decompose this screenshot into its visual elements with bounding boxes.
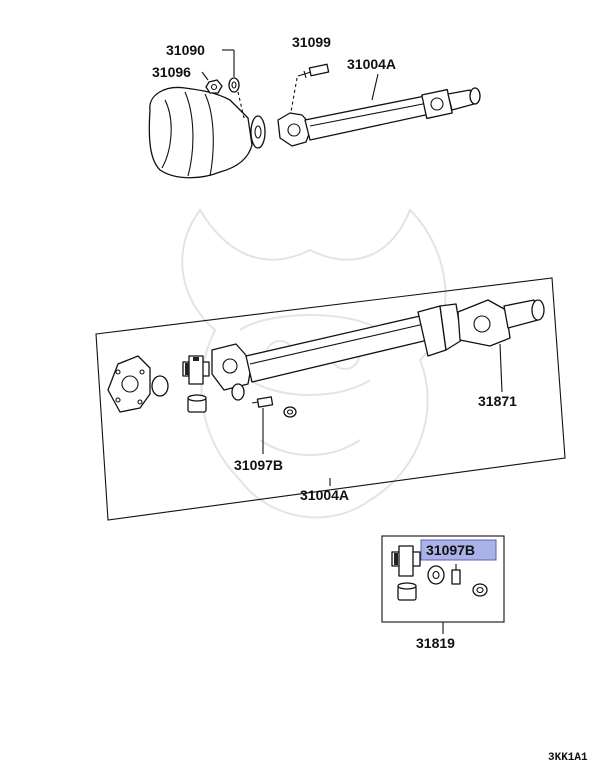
snap-ring (283, 406, 297, 418)
bearing-cup (187, 394, 207, 413)
label-31097b-main: 31097B (234, 457, 283, 473)
label-31004a-top: 31004A (347, 56, 396, 72)
label-31090: 31090 (166, 42, 205, 58)
diagram-code: 3KK1A1 (548, 752, 588, 764)
yoke-31871 (457, 299, 545, 347)
slip-yoke (211, 343, 253, 391)
label-31096: 31096 (152, 64, 191, 80)
kit-bearing-cup (397, 582, 417, 601)
label-31819: 31819 (416, 635, 455, 651)
main-exploded-panel (95, 277, 566, 521)
bearing-cup-small (231, 383, 245, 401)
kit-universal-joint-spider (391, 545, 421, 577)
kit-snap-ring (472, 583, 488, 597)
kit-bearing-cup-side (427, 565, 445, 585)
grease-fitting-31097b (251, 396, 274, 408)
universal-joint-spider (182, 355, 210, 385)
label-31004a-main: 31004A (300, 487, 349, 503)
differential-housing (148, 86, 266, 179)
bolt-31099 (297, 63, 330, 79)
label-31099: 31099 (292, 34, 331, 50)
label-31097b-kit[interactable]: 31097B (426, 542, 475, 558)
nut-31096 (205, 79, 223, 94)
highlight-31097b[interactable] (420, 539, 497, 561)
flange-yoke (107, 355, 169, 413)
top-propeller-shaft (277, 87, 481, 147)
washer-31090 (228, 77, 240, 93)
main-propeller-shaft (245, 303, 463, 383)
label-31871: 31871 (478, 393, 517, 409)
kit-grease-fitting (451, 564, 461, 585)
